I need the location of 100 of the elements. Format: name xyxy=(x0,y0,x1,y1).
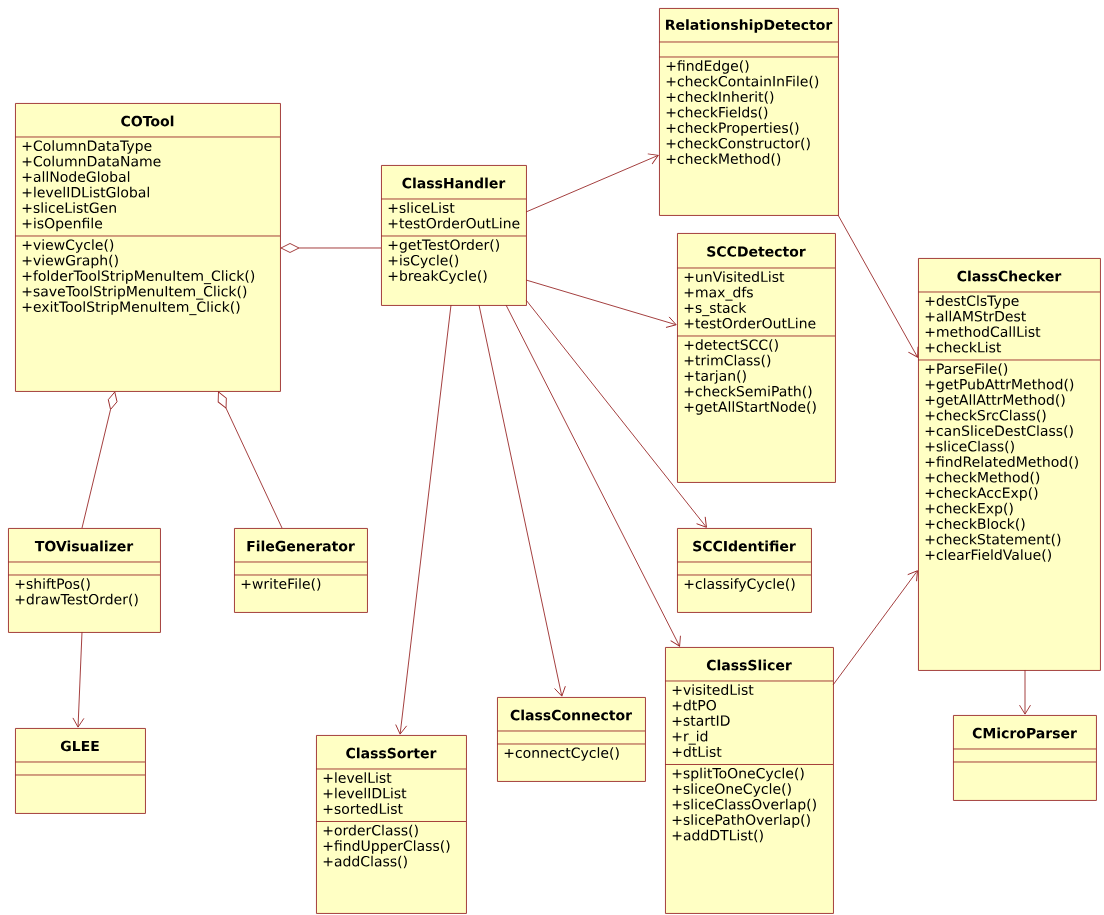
attribute: +ColumnDataName xyxy=(22,155,161,167)
aggregation-line xyxy=(217,391,283,529)
attribute: +r_id xyxy=(672,730,708,745)
method: +checkFields() xyxy=(666,106,768,120)
class-name: RelationshipDetector xyxy=(666,19,833,33)
attribute: +testOrderOutLine xyxy=(684,317,816,329)
method: +getTestOrder() xyxy=(388,239,499,253)
method: +checkSrcClass() xyxy=(925,409,1046,423)
method: +getAllAttrMethod() xyxy=(925,394,1065,408)
association-arrow xyxy=(525,153,659,213)
attribute: +visitedList xyxy=(672,684,754,696)
method: +folderToolStripMenuItem_Click() xyxy=(22,270,255,285)
method: +tarjan() xyxy=(684,370,746,384)
attribute: +ColumnDataType xyxy=(22,140,152,154)
class-box xyxy=(676,233,836,483)
attribute: +dtPO xyxy=(672,699,716,711)
method: +shiftPos() xyxy=(15,578,90,591)
method: +trimClass() xyxy=(684,354,771,368)
method: +isCycle() xyxy=(388,254,459,269)
method: +checkInherit() xyxy=(666,91,774,104)
association-arrow xyxy=(395,304,452,735)
class-box xyxy=(664,647,834,914)
method: +getPubAttrMethod() xyxy=(925,378,1074,393)
method: +slicePathOverlap() xyxy=(672,814,810,828)
class-box xyxy=(917,258,1101,671)
method: +connectCycle() xyxy=(504,747,619,761)
association-arrow xyxy=(478,304,566,697)
method: +sliceClassOverlap() xyxy=(672,798,816,813)
method: +sliceClass() xyxy=(925,440,1014,454)
association-arrow xyxy=(525,299,707,528)
class-box xyxy=(952,715,1097,801)
attribute: +startID xyxy=(672,715,730,726)
class-box xyxy=(7,528,161,633)
method: +writeFile() xyxy=(241,578,321,591)
method: +clearFieldValue() xyxy=(925,549,1051,562)
attribute: +sliceListGen xyxy=(22,202,116,214)
method: +addClass() xyxy=(323,855,407,869)
method: +saveToolStripMenuItem_Click() xyxy=(22,285,247,300)
attribute: +unVisitedList xyxy=(684,271,785,283)
attribute: +s_stack xyxy=(684,302,747,317)
attribute: +checkList xyxy=(925,341,1002,353)
attribute: +allAMStrDest xyxy=(925,310,1026,322)
class-name: ClassChecker xyxy=(957,270,1062,282)
method: +canSliceDestClass() xyxy=(925,425,1073,438)
method: +findEdge() xyxy=(666,60,749,74)
method: +checkMethod() xyxy=(666,153,781,166)
attribute: +levelIDListGlobal xyxy=(22,186,149,198)
class-name: ClassSlicer xyxy=(706,659,792,671)
method: +splitToOneCycle() xyxy=(672,767,804,782)
method: +checkExp() xyxy=(925,502,1013,517)
class-box xyxy=(496,697,646,782)
method: +checkContainInFile() xyxy=(666,75,819,89)
association-arrow xyxy=(525,279,677,328)
method: +findRelatedMethod() xyxy=(925,456,1078,469)
method: +detectSCC() xyxy=(684,339,778,352)
class-name: FileGenerator xyxy=(247,540,355,552)
method: +getAllStartNode() xyxy=(684,401,816,415)
method: +findUpperClass() xyxy=(323,840,450,854)
method: +breakCycle() xyxy=(388,270,487,284)
class-box xyxy=(315,735,467,914)
attribute: +destClsType xyxy=(925,295,1019,309)
class-name: CMicroParser xyxy=(972,727,1077,739)
attribute: +allNodeGlobal xyxy=(22,171,130,183)
method: +checkBlock() xyxy=(925,518,1025,531)
class-name: GLEE xyxy=(60,740,99,752)
method: +classifyCycle() xyxy=(684,578,795,592)
class-name: ClassHandler xyxy=(402,177,506,189)
attribute: +levelIDList xyxy=(323,787,407,799)
class-name: COTool xyxy=(121,115,174,127)
class-name: TOVisualizer xyxy=(34,540,134,552)
method: +ParseFile() xyxy=(925,363,1008,376)
attribute: +methodCallList xyxy=(925,326,1041,338)
attribute: +levelList xyxy=(323,772,392,784)
class-name: ClassConnector xyxy=(510,709,632,721)
attribute: +sortedList xyxy=(323,803,403,815)
attribute: +isOpenfile xyxy=(22,217,103,232)
class-box xyxy=(233,528,368,613)
method: +drawTestOrder() xyxy=(15,593,138,607)
aggregation-line xyxy=(280,243,382,253)
method: +sliceOneCycle() xyxy=(672,783,791,797)
method: +checkProperties() xyxy=(666,122,799,136)
method: +addDTList() xyxy=(672,829,763,843)
attribute: +dtList xyxy=(672,746,722,758)
method: +viewCycle() xyxy=(22,239,114,253)
association-arrow xyxy=(1019,669,1031,715)
aggregation-line xyxy=(81,391,118,529)
attribute: +testOrderOutLine xyxy=(388,217,520,229)
method: +checkStatement() xyxy=(925,533,1061,547)
attribute: +max_dfs xyxy=(684,286,753,301)
method: +orderClass() xyxy=(323,824,418,838)
attribute: +sliceList xyxy=(388,202,455,214)
class-name: ClassSorter xyxy=(346,747,437,759)
class-name: SCCIdentifier xyxy=(693,540,796,552)
class-box xyxy=(14,728,146,814)
method: +checkMethod() xyxy=(925,471,1040,485)
method: +checkConstructor() xyxy=(666,137,810,151)
method: +checkSemiPath() xyxy=(684,385,812,399)
class-name: SCCDetector xyxy=(707,246,806,257)
association-arrow xyxy=(832,570,918,686)
class-box xyxy=(676,528,812,613)
